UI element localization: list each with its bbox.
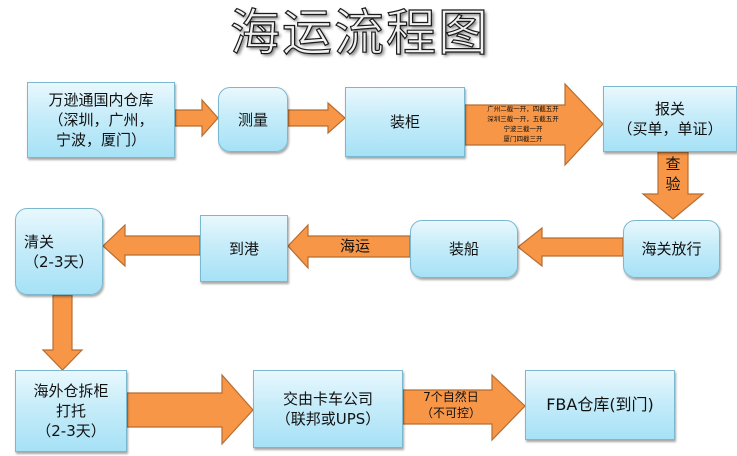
arrow-to-overseas bbox=[41, 294, 84, 371]
node-truck-company: 交由卡车公司 （联邦或UPS） bbox=[253, 370, 403, 448]
node-customs-declaration: 报关 （买单，单证） bbox=[603, 86, 737, 152]
node-overseas-unpack: 海外仓拆柜 打托 （2-3天） bbox=[15, 370, 127, 452]
node-port-arrival: 到港 bbox=[200, 215, 288, 282]
label-inspection: 查 验 bbox=[665, 155, 681, 193]
node-customs-clearance: 清关 （2-3天） bbox=[15, 208, 103, 295]
node-load-container: 装柜 bbox=[345, 87, 465, 157]
arrow-sea-freight bbox=[287, 223, 411, 270]
arrow-loading-schedule bbox=[464, 82, 604, 167]
node-customs-release: 海关放行 bbox=[623, 220, 720, 278]
arrow-to-measure bbox=[174, 98, 219, 138]
arrow-inspection bbox=[641, 151, 705, 220]
arrow-to-ship-loading bbox=[517, 226, 624, 268]
arrow-to-truck bbox=[126, 373, 254, 446]
arrow-to-load-container bbox=[287, 101, 346, 135]
node-measure: 测量 bbox=[218, 87, 288, 152]
label-loading-schedule: 广州二截一开，四截五开 深圳三截一开，五截五开 宁波三截一开 厦门四截三开 bbox=[487, 105, 559, 143]
diagram-title: 海运流程图 bbox=[229, 3, 490, 62]
label-transit-days: 7个自然日 （不可控） bbox=[420, 390, 481, 420]
arrow-transit bbox=[402, 373, 526, 442]
node-fba-warehouse: FBA仓库(到门) bbox=[525, 370, 675, 440]
node-domestic-warehouse: 万逊通国内仓库 （深圳，广州， 宁波，厦门） bbox=[27, 82, 175, 158]
node-ship-loading: 装船 bbox=[410, 220, 518, 278]
label-sea-freight: 海运 bbox=[339, 237, 370, 255]
arrow-to-clearance bbox=[102, 223, 201, 268]
